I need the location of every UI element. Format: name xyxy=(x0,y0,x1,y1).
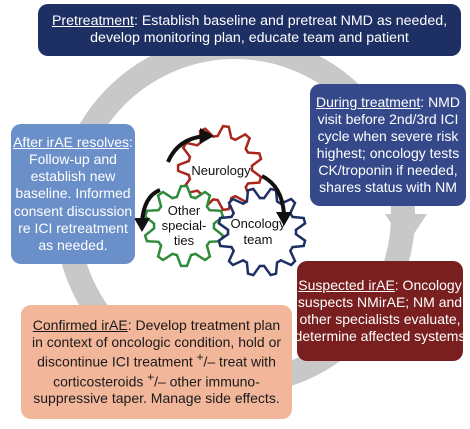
after-line-7: as needed. xyxy=(38,236,108,253)
neurology-label: Neurology xyxy=(191,163,251,178)
neurology-gear-icon xyxy=(176,124,263,212)
confirmed-text-1: : Develop treatment plan xyxy=(127,316,281,333)
after-title-suffix: : xyxy=(129,134,133,151)
confirmed-text-4b: /– other immuno- xyxy=(154,373,260,390)
during-treatment-box: During treatment: NMD visit before 2nd/3… xyxy=(310,84,466,206)
suspected-text-1: : Oncology xyxy=(394,276,462,293)
during-line-5: CK/troponin if needed, xyxy=(318,162,458,179)
after-title: After irAE resolves xyxy=(13,134,130,151)
pretreatment-line-2: develop monitoring plan, educate team an… xyxy=(90,30,409,46)
confirmed-text-3a: discontinue ICI treatment xyxy=(37,353,197,370)
confirmed-text-4a: corticosteroids xyxy=(53,373,148,390)
confirmed-line-2: in context of oncologic condition, hold … xyxy=(31,333,282,350)
pretreatment-text-1: : Establish baseline and pretreat NMD as… xyxy=(133,12,448,29)
after-line-3: establish new xyxy=(30,168,116,185)
during-line-4: highest; oncology tests xyxy=(316,145,460,161)
suspected-irae-box: Suspected irAE: Oncology suspects NMirAE… xyxy=(294,261,466,361)
confirmed-line-3: discontinue ICI treatment +/– treat with xyxy=(37,351,276,371)
confirmed-line-4: corticosteroids +/– other immuno- xyxy=(53,371,260,391)
suspected-line-4: determine affected systems xyxy=(294,328,466,345)
pretreatment-line-1: Pretreatment: Establish baseline and pre… xyxy=(52,13,447,30)
pretreatment-box: Pretreatment: Establish baseline and pre… xyxy=(38,4,461,56)
gear-neuro-outline xyxy=(176,124,263,212)
confirmed-irae-box: Confirmed irAE: Develop treatment plan i… xyxy=(21,305,292,419)
other-specialties-label-3: ties xyxy=(174,233,195,248)
other-specialties-label-1: Other xyxy=(168,203,201,218)
oncology-team-label-1: Oncology xyxy=(231,216,286,231)
suspected-line-1: Suspected irAE: Oncology xyxy=(298,277,461,294)
after-irae-box: After irAE resolves: Follow-up and estab… xyxy=(11,124,135,264)
after-line-2: Follow-up and xyxy=(29,151,117,168)
confirmed-sup-4: + xyxy=(147,370,155,384)
during-line-1: During treatment: NMD xyxy=(316,94,460,111)
after-line-6: re ICI retreatment xyxy=(18,219,128,236)
during-line-3: cycle when severe risk xyxy=(317,127,459,144)
confirmed-sup-3: + xyxy=(196,350,204,364)
after-line-1: After irAE resolves: xyxy=(13,134,133,151)
suspected-line-2: suspects NMirAE; NM and xyxy=(297,293,463,310)
confirmed-line-5: suppressive taper. Manage side effects. xyxy=(33,390,280,407)
other-specialties-label-2: special- xyxy=(162,218,207,233)
during-line-6: shares status with NM xyxy=(319,179,457,196)
pretreatment-title: Pretreatment xyxy=(51,12,134,29)
other-specialties-gear-icon xyxy=(143,184,225,268)
suspected-line-3: other specialists evaluate, xyxy=(299,311,461,327)
suspected-title: Suspected irAE xyxy=(298,276,395,293)
confirmed-line-1: Confirmed irAE: Develop treatment plan xyxy=(33,317,280,334)
after-line-5: consent discussion xyxy=(13,202,133,219)
confirmed-text-3b: /– treat with xyxy=(203,353,276,370)
during-title: During treatment xyxy=(316,93,421,110)
gear-other-outline xyxy=(143,184,225,268)
gear-rotation-arrowheads xyxy=(134,128,292,232)
during-text-1: : NMD xyxy=(420,93,460,110)
oncology-team-label-2: team xyxy=(244,232,273,247)
confirmed-title: Confirmed irAE xyxy=(32,316,128,333)
during-line-2: visit before 2nd/3rd ICI xyxy=(317,110,459,127)
after-line-4: baseline. Informed xyxy=(15,185,131,202)
